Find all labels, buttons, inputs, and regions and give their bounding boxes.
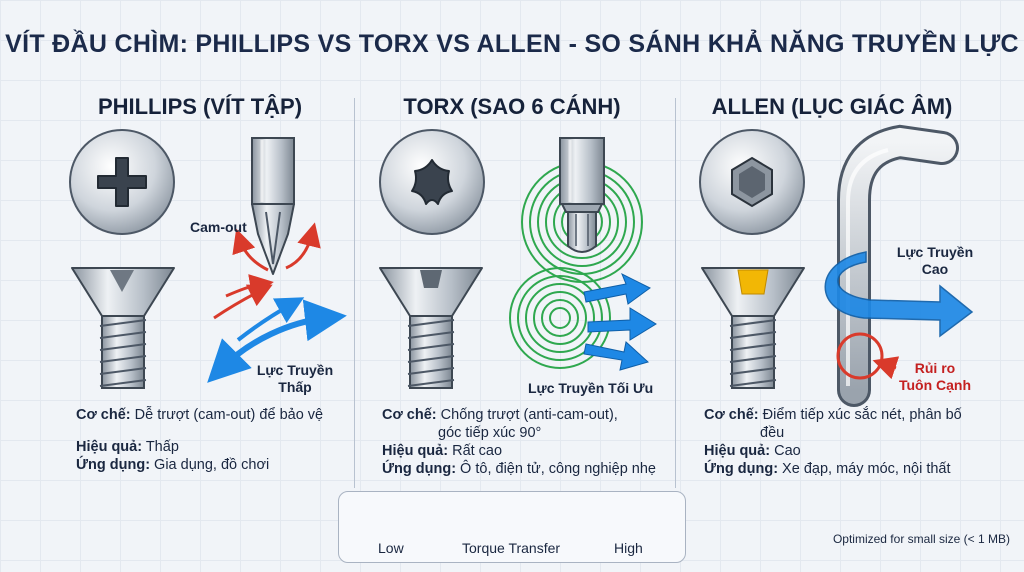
legend-torque-transfer-label: Torque Transfer bbox=[462, 540, 561, 556]
page-title: VÍT ĐẦU CHÌM: PHILLIPS VS TORX VS ALLEN … bbox=[5, 30, 1019, 58]
legend-high-label: High bbox=[614, 540, 643, 556]
torx-mechanism: Chống trượt (anti-cam-out), bbox=[436, 407, 618, 423]
phillips-heading: PHILLIPS (VÍT TẬP) bbox=[97, 94, 303, 119]
allen-description: Cơ chế: Điểm tiếp xúc sắc nét, phân bố đ… bbox=[704, 406, 962, 478]
phillips-usage-label: Ứng dụng: bbox=[76, 457, 151, 473]
stripping-risk-label: Rủi ro Tuôn Cạnh bbox=[890, 360, 980, 394]
torx-contact-rings bbox=[509, 161, 643, 369]
allen-heading: ALLEN (LỤC GIÁC ÂM) bbox=[711, 94, 953, 119]
torx-usage: Ô tô, điện tử, công nghiệp nhẹ bbox=[456, 461, 656, 477]
phillips-effect-label: Hiệu quả: bbox=[76, 439, 143, 455]
allen-screw-head-top-icon bbox=[699, 129, 805, 235]
allen-torque-arrow bbox=[824, 251, 974, 338]
column-divider-1 bbox=[354, 98, 355, 488]
phillips-torque-label: Lực Truyền Thấp bbox=[250, 362, 340, 396]
camout-label: Cam-out bbox=[190, 219, 247, 235]
phillips-effect: Thấp bbox=[142, 439, 179, 455]
phillips-torque-label-line1: Lực Truyền bbox=[256, 362, 334, 378]
allen-torque-label-line2: Cao bbox=[921, 261, 949, 277]
allen-screw-side-icon bbox=[701, 267, 805, 389]
allen-mechanism-cont: đều bbox=[760, 425, 785, 441]
torx-effect: Rất cao bbox=[448, 443, 503, 459]
torx-torque-arrows bbox=[583, 272, 657, 371]
allen-effect-label: Hiệu quả: bbox=[704, 443, 771, 459]
phillips-screw-side-icon bbox=[71, 267, 175, 389]
stripping-risk-label-line1: Rủi ro bbox=[914, 360, 956, 376]
torx-usage-label: Ứng dụng: bbox=[382, 461, 457, 477]
torx-mechanism-label: Cơ chế: bbox=[382, 407, 437, 423]
stripping-risk-label-line2: Tuôn Cạnh bbox=[898, 377, 972, 393]
phillips-mechanism: Dễ trượt (cam-out) để bảo vệ bbox=[130, 407, 324, 423]
torque-legend-panel bbox=[338, 491, 686, 563]
allen-usage-label: Ứng dụng: bbox=[704, 461, 779, 477]
torx-mechanism-cont: góc tiếp xúc 90° bbox=[438, 425, 542, 441]
legend-low-label: Low bbox=[378, 540, 404, 556]
phillips-driver-bit-icon bbox=[251, 137, 295, 275]
torx-torque-label: Lực Truyền Tối Ưu bbox=[528, 380, 654, 396]
torx-heading: TORX (SAO 6 CÁNH) bbox=[403, 94, 621, 119]
allen-hex-key-icon bbox=[837, 124, 959, 407]
allen-stripping-risk-marker bbox=[836, 332, 900, 380]
allen-torque-label-line1: Lực Truyền bbox=[896, 244, 974, 260]
allen-usage: Xe đạp, máy móc, nội thất bbox=[778, 461, 951, 477]
phillips-torque-label-line2: Thấp bbox=[278, 379, 312, 395]
allen-mechanism-label: Cơ chế: bbox=[704, 407, 759, 423]
phillips-usage: Gia dụng, đồ chơi bbox=[150, 457, 270, 473]
phillips-screw-head-top-icon bbox=[69, 129, 175, 235]
torx-screw-side-icon bbox=[379, 267, 483, 389]
torx-driver-bit-icon bbox=[559, 137, 605, 253]
torx-effect-label: Hiệu quả: bbox=[382, 443, 449, 459]
allen-mechanism: Điểm tiếp xúc sắc nét, phân bố bbox=[758, 407, 962, 423]
phillips-description: Cơ chế: Dễ trượt (cam-out) để bảo vệ Hiệ… bbox=[76, 406, 323, 474]
torx-screw-head-top-icon bbox=[379, 129, 485, 235]
allen-torque-label: Lực Truyền Cao bbox=[890, 244, 980, 278]
size-footnote: Optimized for small size (< 1 MB) bbox=[832, 532, 1010, 546]
phillips-mechanism-label: Cơ chế: bbox=[76, 407, 131, 423]
phillips-torque-arrows bbox=[207, 297, 347, 383]
torx-description: Cơ chế: Chống trượt (anti-cam-out), góc … bbox=[382, 406, 656, 478]
allen-effect: Cao bbox=[770, 443, 801, 459]
column-divider-2 bbox=[675, 98, 676, 488]
